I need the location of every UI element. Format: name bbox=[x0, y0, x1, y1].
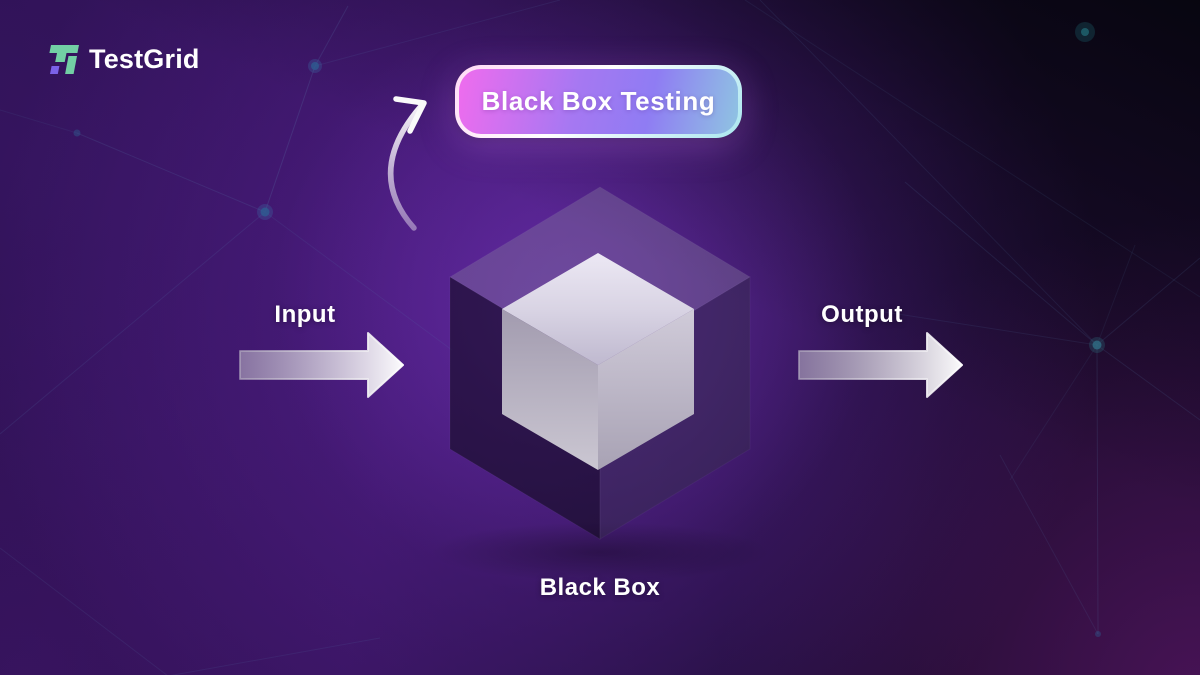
outer-cube-top-face bbox=[449, 186, 751, 368]
inner-cube-right-face bbox=[598, 309, 694, 470]
outer-cube-left-face bbox=[449, 276, 601, 540]
cube-caption: Black Box bbox=[539, 574, 661, 601]
inner-cube-left-face bbox=[502, 309, 598, 470]
inner-cube-top-face bbox=[502, 253, 694, 365]
cube-shadow bbox=[430, 522, 770, 582]
badge-surface: Black Box Testing bbox=[459, 69, 738, 134]
cube-icon bbox=[502, 253, 694, 470]
testgrid-logo-icon bbox=[49, 45, 79, 74]
black-box-testing-badge: Black Box Testing bbox=[455, 65, 742, 138]
badge-label: Black Box Testing bbox=[481, 86, 716, 116]
output-label: Output bbox=[821, 301, 903, 328]
brand-logo: TestGrid bbox=[48, 44, 200, 75]
curved-arrow-icon bbox=[387, 96, 427, 231]
input-arrow-icon bbox=[239, 332, 404, 398]
brand-name: TestGrid bbox=[89, 44, 200, 74]
outer-cube bbox=[449, 186, 751, 540]
output-arrow-icon bbox=[798, 332, 963, 398]
outer-cube-right-face bbox=[599, 276, 751, 540]
input-label: Input bbox=[274, 301, 336, 328]
